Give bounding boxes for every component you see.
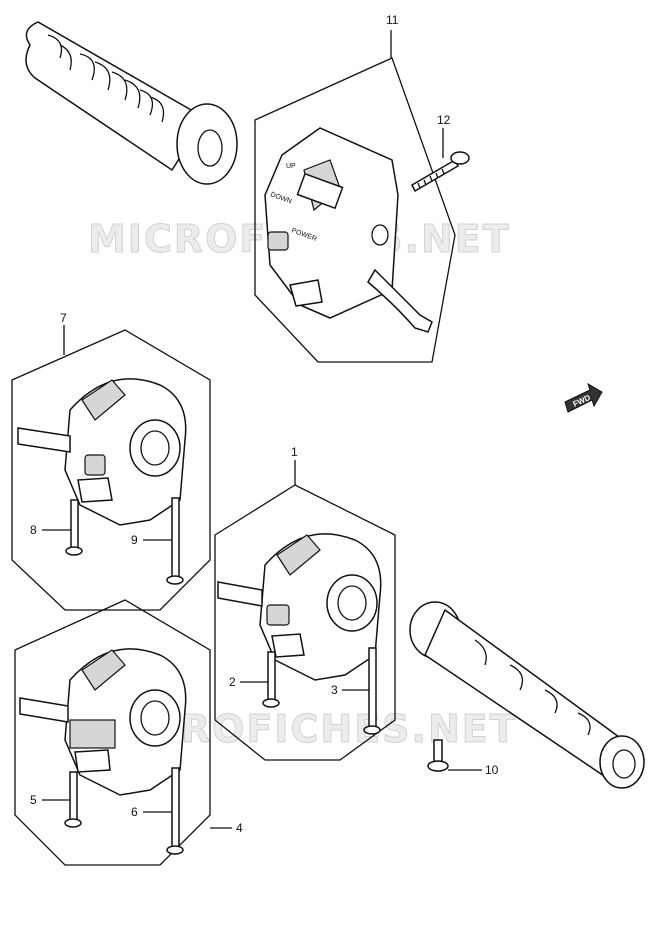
callout-9: 9 <box>131 533 138 547</box>
group-box-4 <box>14 599 211 866</box>
screw-9 <box>166 497 184 585</box>
right-grip <box>409 601 645 789</box>
callout-11: 11 <box>386 13 399 27</box>
bolt-10 <box>427 739 449 772</box>
group-box-11 <box>254 57 456 363</box>
callout-1: 1 <box>291 445 298 459</box>
switch-assembly-4 <box>19 648 187 796</box>
screw-2 <box>262 651 280 708</box>
fwd-arrow-icon: FWD <box>564 382 603 413</box>
callout-6: 6 <box>131 805 138 819</box>
group-box-7 <box>11 329 211 611</box>
screw-3 <box>363 647 381 735</box>
left-grip <box>25 21 238 185</box>
fwd-label: FWD <box>571 393 592 409</box>
callout-4: 4 <box>236 821 243 835</box>
screw-8 <box>65 499 83 556</box>
callout-7: 7 <box>60 311 67 325</box>
group-box-1 <box>214 484 396 761</box>
callout-12: 12 <box>437 113 451 127</box>
screw-12 <box>411 151 470 193</box>
up-label: UP <box>286 163 296 170</box>
switch-assembly-1 <box>217 533 382 681</box>
callout-5: 5 <box>30 793 37 807</box>
switch-assembly-7 <box>17 378 187 526</box>
callout-8: 8 <box>30 523 37 537</box>
callout-2: 2 <box>229 675 236 689</box>
screw-5 <box>64 771 82 828</box>
callout-3: 3 <box>331 683 338 697</box>
switch-housing-11: UP DOWN POWER <box>264 127 433 333</box>
screw-6 <box>166 767 184 855</box>
callout-10: 10 <box>485 763 499 777</box>
